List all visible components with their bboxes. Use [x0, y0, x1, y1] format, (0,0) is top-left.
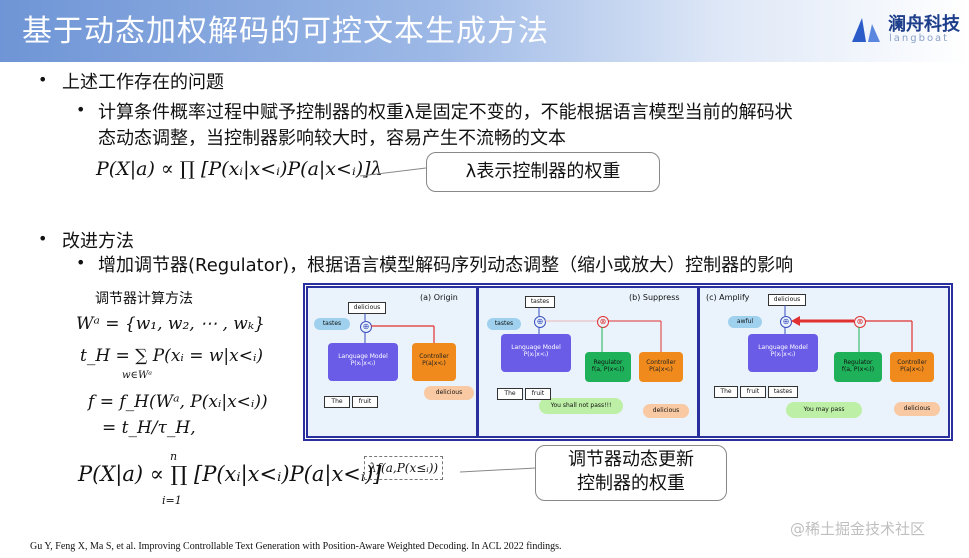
formula-dynamic-weight: P(X|a) ∝ ∏ [P(xᵢ|x<ᵢ)P(a|x<ᵢ)] [78, 462, 382, 486]
combine-icon: ⊕ [360, 321, 372, 333]
callout-lambda: λ表示控制器的权重 [426, 152, 660, 192]
input-token: fruit [525, 388, 551, 400]
equation-w: Wᵃ = {w₁, w₂, ⋯ , wₖ} [76, 314, 265, 334]
section1-sub-line1: 计算条件概率过程中赋予控制器的权重λ是固定不变的，不能根据语言模型当前的解码状 [98, 102, 793, 123]
output-token: delicious [348, 302, 386, 314]
lm-label: Language Model [511, 344, 561, 351]
regulator-box: Regulator f(a, P(x<ᵢ)) [834, 352, 882, 382]
cloud-delicious: delicious [894, 402, 940, 416]
panel-suppress: (b) Suppress tastes tastes ⊕ ⊗ Language … [477, 286, 699, 438]
equation-tH-subscript: w∈Wᵃ [122, 370, 152, 381]
logo-name: 澜舟科技 [888, 14, 960, 35]
product-upper: n [170, 450, 178, 463]
controller-label: Controller [897, 359, 927, 366]
controller-prob: P(a|x<ᵢ) [422, 360, 446, 368]
controller-box: Controller P(a|x<ᵢ) [890, 352, 934, 382]
logo-subtitle: langboat [889, 33, 950, 44]
panel-amplify: (c) Amplify delicious awful ⊕ ⊗ Language… [698, 286, 950, 438]
formula-fixed-weight: P(X|a) ∝ ∏ [P(xᵢ|x<ᵢ)P(a|x<ᵢ)]λ [96, 158, 383, 180]
controller-prob: P(a|x<ᵢ) [649, 366, 673, 374]
origin-arrows [364, 313, 435, 343]
cloud-delicious: delicious [643, 404, 689, 418]
equation-tH: t_H = ∑ P(xᵢ = w|x<ᵢ) [80, 346, 264, 366]
callout-pointer [360, 167, 427, 177]
controller-label: Controller [419, 353, 449, 360]
lm-prob: P(xᵢ|x<ᵢ) [350, 360, 376, 368]
multiply-icon: ⊗ [854, 316, 866, 328]
speech-cloud: You may pass [786, 402, 862, 418]
callout-regulator: 调节器动态更新 控制器的权重 [535, 445, 727, 501]
combine-icon: ⊕ [780, 316, 792, 328]
product-lower: i=1 [162, 494, 182, 507]
section2-heading: 改进方法 [62, 231, 134, 252]
combine-icon: ⊕ [534, 316, 546, 328]
controller-prob: P(a|x<ᵢ) [900, 366, 924, 374]
section1-sub-line2: 态动态调整，当控制器影响较大时，容易产生不流畅的文本 [98, 128, 566, 149]
input-token: The [714, 386, 738, 398]
cloud-awful: awful [728, 316, 762, 328]
language-model-box: Language Model P(xᵢ|x<ᵢ) [501, 334, 571, 372]
lm-prob: P(xᵢ|x<ᵢ) [523, 351, 549, 359]
title-bar [0, 0, 969, 62]
lm-prob: P(xᵢ|x<ᵢ) [770, 351, 796, 359]
callout-pointer [460, 467, 537, 473]
controller-box: Controller P(a|x<ᵢ) [412, 343, 456, 381]
input-token: tastes [768, 386, 798, 398]
callout-line2: 控制器的权重 [577, 473, 685, 494]
equation-f-ratio: = t_H/τ_H, [102, 418, 196, 438]
multiply-icon: ⊗ [597, 316, 609, 328]
equation-f: f = f_H(Wᵃ, P(xᵢ|x<ᵢ)) [88, 392, 268, 412]
suppress-arrows [538, 307, 662, 352]
amplify-arrows [784, 305, 913, 352]
lm-label: Language Model [338, 353, 388, 360]
output-token: delicious [768, 294, 806, 306]
input-token: The [497, 388, 523, 400]
controller-box: Controller P(a|x<ᵢ) [639, 352, 683, 382]
bullet-dot: • [76, 100, 86, 119]
controller-label: Controller [646, 359, 676, 366]
input-token: fruit [352, 396, 378, 408]
slide-title: 基于动态加权解码的可控文本生成方法 [22, 14, 549, 49]
bullet-dot: • [38, 229, 48, 248]
cloud-tastes: tastes [487, 318, 521, 330]
langboat-logo-icon [852, 18, 880, 42]
panel-label: (a) Origin [420, 293, 458, 302]
cloud-delicious: delicious [424, 386, 474, 400]
regulator-label: Regulator [843, 359, 873, 366]
panel-label: (c) Amplify [706, 293, 750, 302]
regulator-box: Regulator f(a, P(x<ᵢ)) [585, 352, 631, 382]
regulator-func: f(a, P(x<ᵢ)) [591, 366, 625, 374]
bullet-dot: • [76, 253, 86, 272]
panel-label: (b) Suppress [629, 293, 680, 302]
output-token: tastes [525, 296, 555, 308]
panel-origin: (a) Origin delicious tastes ⊕ Language M… [306, 286, 478, 438]
speech-cloud: You shall not pass!!! [539, 398, 623, 414]
language-model-box: Language Model P(xᵢ|x<ᵢ) [748, 334, 818, 372]
lm-label: Language Model [758, 344, 808, 351]
language-model-box: Language Model P(xᵢ|x<ᵢ) [328, 343, 398, 381]
input-token: fruit [740, 386, 766, 398]
section2-sub: 增加调节器(Regulator)，根据语言模型解码序列动态调整（缩小或放大）控制… [98, 255, 794, 276]
cloud-tastes: tastes [314, 318, 350, 330]
reference: Gu Y, Feng X, Ma S, et al. Improving Con… [30, 541, 562, 552]
bullet-dot: • [38, 70, 48, 89]
regulator-calc-title: 调节器计算方法 [95, 291, 193, 307]
regulator-func: f(a, P(x<ᵢ)) [841, 366, 875, 374]
input-token: The [324, 396, 350, 408]
section1-heading: 上述工作存在的问题 [62, 72, 224, 93]
watermark: @稀土掘金技术社区 [790, 520, 926, 538]
regulator-label: Regulator [593, 359, 623, 366]
formula-exponent-box: λf(a,P(x≤ᵢ)) [364, 456, 444, 480]
callout-line1: 调节器动态更新 [568, 449, 694, 470]
